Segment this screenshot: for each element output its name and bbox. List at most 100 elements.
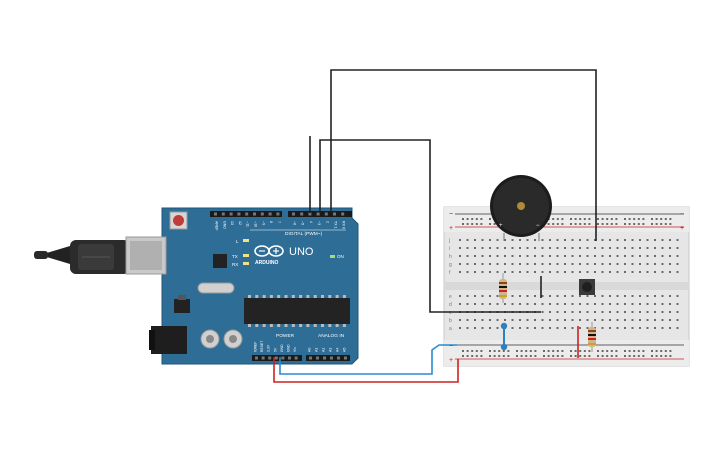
terminal-hole — [534, 303, 536, 305]
header-pin[interactable] — [324, 212, 328, 216]
resistor[interactable] — [588, 322, 596, 352]
header-pin[interactable] — [316, 356, 319, 360]
header-pin[interactable] — [268, 212, 272, 216]
rail-hole — [664, 223, 667, 225]
terminal-hole — [579, 327, 581, 329]
power-pin-label: GND — [280, 344, 284, 352]
terminal-hole — [504, 255, 506, 257]
terminal-hole — [571, 239, 574, 241]
header-pin[interactable] — [260, 212, 264, 216]
rail-hole — [588, 218, 591, 220]
terminal-hole — [571, 319, 574, 321]
rail-hole — [597, 218, 599, 220]
digital-pin-label: ~6 — [293, 221, 297, 225]
header-pin[interactable] — [323, 356, 326, 360]
terminal-hole — [586, 327, 589, 329]
header-pin[interactable] — [276, 212, 280, 216]
header-pin[interactable] — [229, 212, 233, 216]
terminal-hole — [654, 327, 656, 329]
header-pin[interactable] — [288, 356, 291, 360]
rail-hole — [570, 218, 572, 220]
terminal-hole — [526, 271, 529, 273]
terminal-hole — [459, 295, 461, 297]
chip-pin — [328, 324, 332, 327]
digital-pin-label: 12 — [238, 221, 242, 225]
terminal-hole — [496, 271, 499, 273]
header-pin[interactable] — [316, 212, 320, 216]
wire-5v-to-plus-rail[interactable] — [273, 357, 459, 383]
rail-hole — [561, 355, 564, 357]
rail-hole — [579, 355, 582, 357]
terminal-hole — [594, 255, 596, 257]
rail-hole — [583, 223, 586, 225]
terminal-hole — [624, 239, 626, 241]
breadboard[interactable]: − + − + − + j i h g f e d c b a — [443, 206, 690, 367]
chip-pin — [335, 295, 339, 298]
header-pin[interactable] — [330, 356, 333, 360]
terminal-hole — [586, 263, 589, 265]
header-pin[interactable] — [214, 212, 217, 216]
terminal-hole — [459, 247, 461, 249]
terminal-hole — [624, 263, 626, 265]
rail-hole — [669, 355, 672, 357]
push-button[interactable] — [579, 279, 595, 295]
rail-hole — [642, 218, 645, 220]
rail-hole — [556, 223, 559, 225]
wire-pin4-to-breadboard[interactable] — [319, 139, 541, 313]
header-pin[interactable] — [337, 356, 340, 360]
rail-hole — [624, 350, 626, 352]
terminal-hole — [511, 327, 514, 329]
resistor[interactable] — [499, 273, 507, 303]
rail-hole — [642, 355, 645, 357]
header-pin[interactable] — [274, 356, 278, 360]
terminal-hole — [541, 327, 544, 329]
terminal-hole — [466, 295, 469, 297]
header-pin[interactable] — [261, 356, 265, 360]
analog-pin-label: A4 — [336, 348, 340, 352]
header-pin[interactable] — [333, 212, 336, 216]
header-pin[interactable] — [245, 212, 249, 216]
header-pin[interactable] — [237, 212, 241, 216]
header-pin[interactable] — [221, 212, 225, 216]
header-pin[interactable] — [268, 356, 272, 360]
terminal-hole — [489, 303, 491, 305]
wire-gnd-to-minus-rail[interactable] — [279, 344, 457, 375]
power-jack[interactable] — [151, 326, 187, 354]
terminal-hole — [489, 295, 491, 297]
header-pin[interactable] — [341, 212, 345, 216]
terminal-hole — [564, 327, 566, 329]
terminal-hole — [654, 295, 656, 297]
terminal-hole — [466, 319, 469, 321]
terminal-hole — [519, 255, 521, 257]
header-pin[interactable] — [253, 212, 256, 216]
header-pin[interactable] — [281, 356, 285, 360]
rail-hole — [660, 218, 663, 220]
terminal-hole — [594, 263, 596, 265]
rail-hole — [606, 355, 609, 357]
header-pin[interactable] — [294, 356, 298, 360]
wire-pin3-to-button[interactable] — [330, 69, 597, 241]
header-pin[interactable] — [309, 356, 312, 360]
rail-hole — [493, 355, 496, 357]
terminal-hole — [676, 263, 679, 265]
header-pin[interactable] — [308, 212, 312, 216]
wires[interactable] — [273, 69, 597, 383]
piezo-buzzer[interactable]: + − — [490, 175, 552, 241]
rail-hole — [606, 223, 609, 225]
usb-cable[interactable] — [34, 240, 130, 274]
header-pin[interactable] — [344, 356, 347, 360]
terminal-hole — [564, 303, 566, 305]
analog-header[interactable] — [306, 355, 350, 361]
jumper-end[interactable] — [500, 343, 508, 351]
reset-button-cap[interactable] — [173, 215, 184, 226]
jumper-end[interactable] — [500, 322, 508, 330]
header-pin[interactable] — [255, 356, 258, 360]
terminal-hole — [564, 311, 566, 313]
header-pin[interactable] — [292, 212, 295, 216]
rail-hole — [556, 218, 559, 220]
digital-header-right[interactable] — [288, 211, 352, 217]
rail-hole — [579, 223, 582, 225]
header-pin[interactable] — [300, 212, 304, 216]
